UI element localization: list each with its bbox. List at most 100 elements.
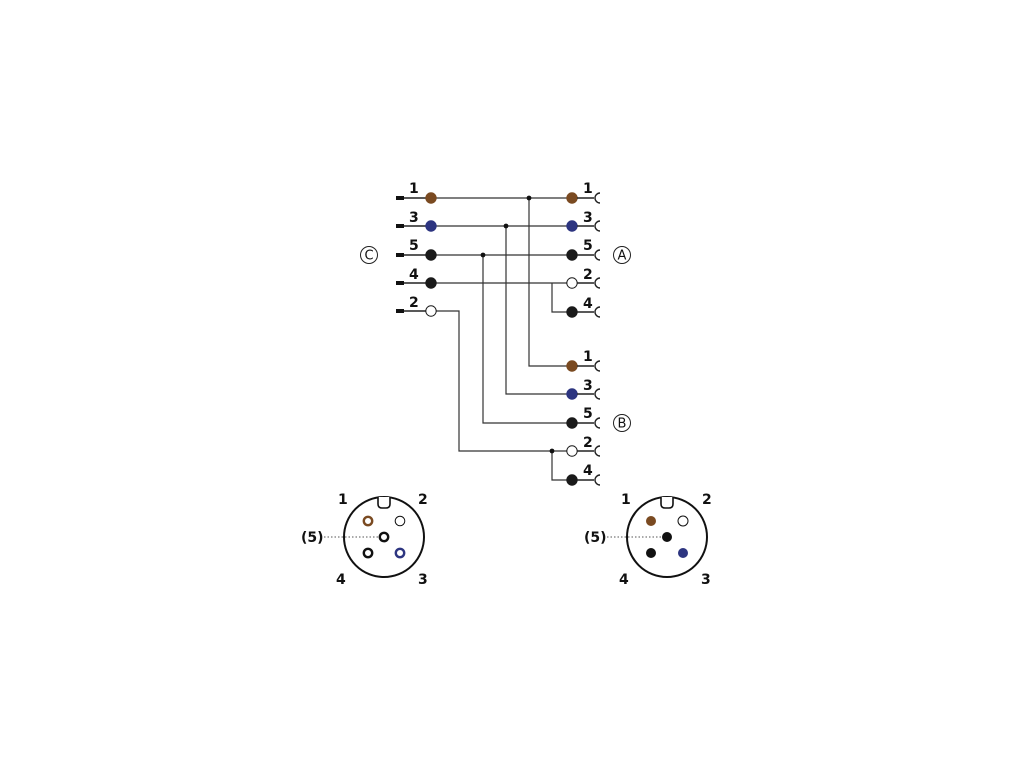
socket-cup (594, 417, 601, 429)
pin-dot (566, 220, 578, 232)
socket-cup (594, 360, 601, 372)
connector-b-pins: 1 3 5 2 4 (566, 349, 601, 486)
face-label-4: 4 (619, 572, 629, 588)
pin-number: 5 (409, 238, 419, 254)
face-label-1: 1 (621, 492, 631, 508)
pin-number: 3 (583, 210, 593, 226)
pin-row: 2 (566, 267, 601, 289)
pin-row: 5 (396, 238, 437, 261)
pin-row: 3 (566, 210, 601, 232)
connector-b-label: B (613, 414, 631, 432)
face-label-3: 3 (701, 572, 711, 588)
face-pin-5 (662, 532, 672, 542)
wire-c2-b4 (551, 451, 572, 481)
pin-dot (566, 277, 578, 289)
pin-terminal (396, 309, 404, 313)
pin-row: 5 (566, 238, 601, 261)
connector-face-female: 1 2 (5) 4 3 (301, 492, 428, 588)
pin-row: 5 (566, 406, 601, 429)
wire-c5-b5 (482, 255, 572, 424)
face-label-4: 4 (336, 572, 346, 588)
connector-a-pins: 1 3 5 2 4 (566, 181, 601, 318)
pin-number: 5 (583, 238, 593, 254)
pin-number: 1 (583, 181, 593, 197)
socket-cup (594, 220, 601, 232)
pin-dot (566, 445, 578, 457)
pin-number: 4 (409, 267, 419, 283)
wires (431, 197, 572, 481)
socket-cup (594, 306, 601, 318)
wire-c4-a4 (551, 283, 572, 313)
junction-dot (503, 223, 509, 229)
pin-number: 3 (583, 378, 593, 394)
pin-dot (566, 306, 578, 318)
face-label-3: 3 (418, 572, 428, 588)
pin-number: 5 (583, 406, 593, 422)
face-label-5: (5) (301, 530, 324, 546)
pin-number: 1 (409, 181, 419, 197)
pin-number: 1 (583, 349, 593, 365)
pin-row: 1 (566, 349, 601, 372)
junction-dot (549, 448, 555, 454)
face-label-2: 2 (418, 492, 428, 508)
pin-row: 1 (566, 181, 601, 204)
junction-dot (526, 195, 532, 201)
socket-cup (594, 388, 601, 400)
face-pin-5 (378, 531, 390, 543)
face-pin-3 (394, 547, 406, 559)
pin-number: 4 (583, 463, 593, 479)
face-label-2: 2 (702, 492, 712, 508)
pin-dot (566, 360, 578, 372)
pin-number: 2 (583, 267, 593, 283)
pin-row: 4 (566, 296, 601, 318)
pin-row: 2 (566, 435, 601, 457)
pin-row: 2 (396, 295, 437, 317)
socket-cup (594, 192, 601, 204)
face-pin-3 (678, 548, 688, 558)
face-pin-2 (677, 515, 689, 527)
pin-number: 2 (409, 295, 419, 311)
pin-dot (566, 192, 578, 204)
pin-terminal (396, 224, 404, 228)
pin-row: 3 (566, 378, 601, 400)
pin-row: 1 (396, 181, 437, 204)
pin-dot (566, 388, 578, 400)
pin-number: 3 (409, 210, 419, 226)
face-label-5: (5) (584, 530, 607, 546)
wire-c2-b2 (431, 310, 572, 452)
face-pin-4 (362, 547, 374, 559)
pin-dot (425, 305, 437, 317)
connector-label: B (618, 417, 627, 432)
pin-terminal (396, 196, 404, 200)
face-pin-4 (646, 548, 656, 558)
face-pin-1 (646, 516, 656, 526)
socket-cup (594, 474, 601, 486)
coding-key (660, 497, 674, 509)
face-pin-2 (394, 515, 406, 527)
face-label-1: 1 (338, 492, 348, 508)
socket-cup (594, 249, 601, 261)
pin-dot (566, 474, 578, 486)
connector-a-label: A (613, 246, 631, 264)
coding-key (377, 497, 391, 509)
junction-dot (480, 252, 486, 258)
pin-terminal (396, 281, 404, 285)
pin-row: 4 (396, 267, 437, 289)
connector-label: A (618, 249, 627, 264)
socket-cup (594, 277, 601, 289)
pin-dot (425, 192, 437, 204)
socket-cup (594, 445, 601, 457)
connector-face-male: 1 2 (5) 4 3 (584, 492, 712, 588)
face-pin-1 (362, 515, 374, 527)
wire-c3-b3 (505, 226, 572, 395)
pin-terminal (396, 253, 404, 257)
connector-label: C (364, 249, 373, 264)
pin-dot (425, 277, 437, 289)
pin-dot (566, 417, 578, 429)
pin-dot (425, 249, 437, 261)
junctions (480, 195, 555, 454)
pin-dot (425, 220, 437, 232)
pin-number: 2 (583, 435, 593, 451)
pin-row: 3 (396, 210, 437, 232)
